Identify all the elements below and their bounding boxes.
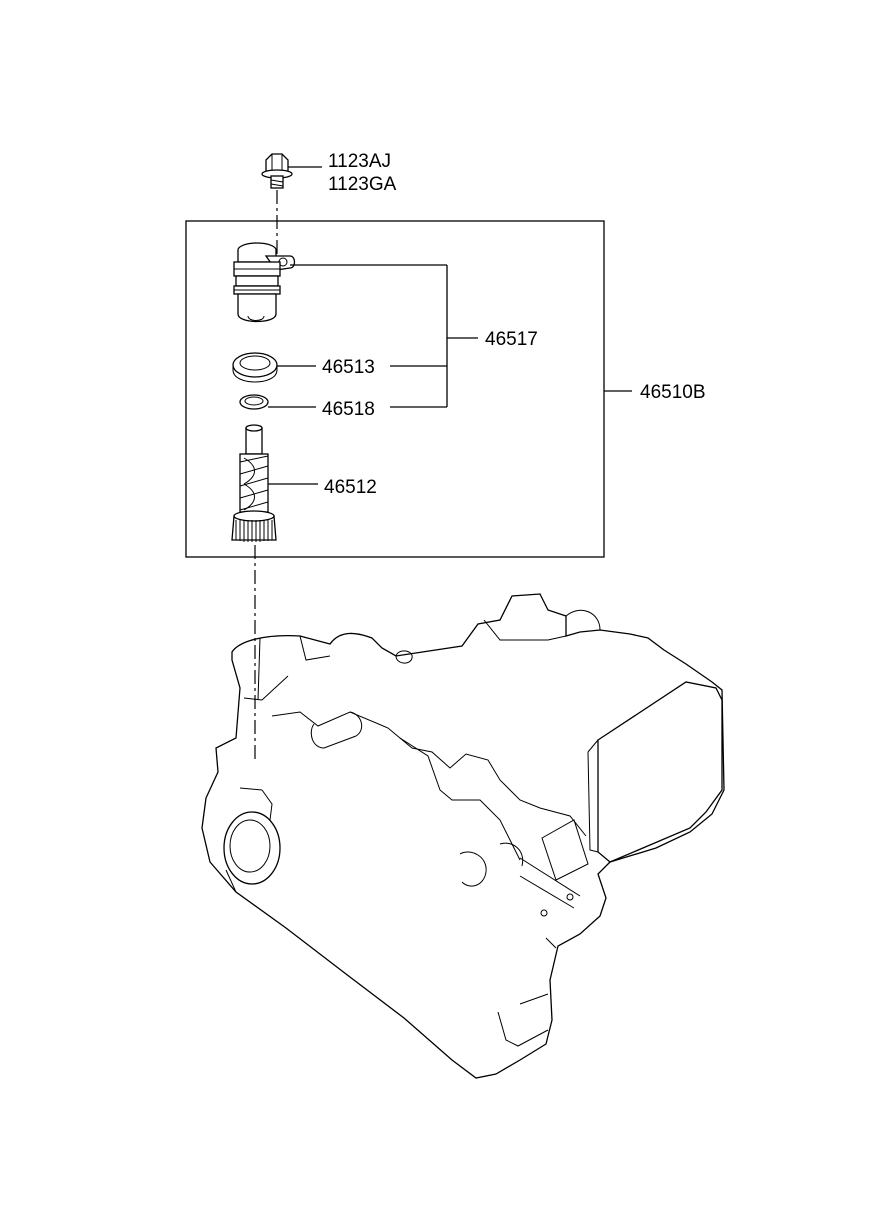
transmission-housing bbox=[201, 593, 725, 1079]
label-46512[interactable]: 46512 bbox=[324, 477, 377, 498]
label-1123GA[interactable]: 1123GA bbox=[328, 174, 397, 195]
label-46510B[interactable]: 46510B bbox=[640, 382, 706, 403]
bolt-part bbox=[261, 153, 293, 189]
o-ring-large-part bbox=[232, 352, 278, 383]
label-46518[interactable]: 46518 bbox=[322, 399, 375, 420]
driven-gear-part bbox=[231, 424, 277, 542]
label-46513[interactable]: 46513 bbox=[322, 357, 375, 378]
label-1123AJ[interactable]: 1123AJ bbox=[328, 151, 391, 172]
speed-sensor-part bbox=[233, 242, 296, 323]
label-46517[interactable]: 46517 bbox=[485, 329, 538, 350]
o-ring-small-part bbox=[239, 394, 269, 410]
assembly-box bbox=[185, 220, 605, 558]
